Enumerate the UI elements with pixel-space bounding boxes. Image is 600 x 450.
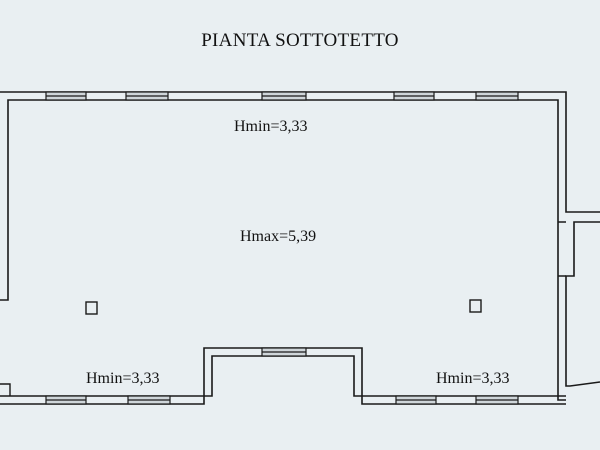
pillar-left: [85, 301, 98, 315]
height-min-label-bottom-right: Hmin=3,33: [436, 370, 510, 387]
pillar-right: [469, 299, 482, 313]
height-max-label: Hmax=5,39: [240, 228, 317, 245]
bottom-windows: [45, 347, 519, 405]
top-windows: [45, 91, 519, 101]
height-min-label-bottom-left: Hmin=3,33: [86, 370, 160, 387]
height-min-label-top: Hmin=3,33: [234, 118, 308, 135]
plan-title: PIANTA SOTTOTETTO: [201, 30, 399, 51]
left-wall-lower: [0, 383, 11, 396]
right-notch: [558, 221, 566, 277]
